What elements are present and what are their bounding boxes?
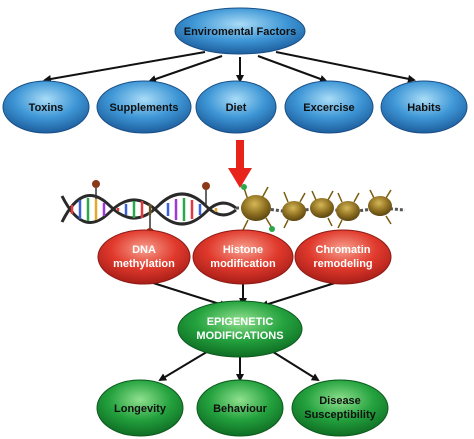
outcome-label-behaviour: Behaviour [213,403,268,415]
root-node-enviromental-factors: Enviromental Factors [174,7,306,55]
hub-node-epigenetic-modifications: EPIGENETIC MODIFICATIONS [177,300,303,358]
hub-label-line2: MODIFICATIONS [196,330,283,342]
nucleosome-4 [336,192,360,229]
factor-label-diet: Diet [226,102,247,114]
factor-node-supplements: Supplements [96,80,192,134]
outcome-label-disease-line1: Disease [319,395,361,407]
arrow-hub-disease [269,349,320,382]
root-label: Enviromental Factors [184,26,296,38]
hub-to-outcome-arrows [158,349,320,382]
factor-label-supplements: Supplements [109,102,178,114]
arrow-chromatin-hub [260,281,339,309]
factor-node-diet: Diet [195,80,277,134]
hub-label-line1: EPIGENETIC [207,316,274,328]
arrow-root-toxins [43,51,206,83]
mechanism-label-dna-line2: methylation [113,258,175,270]
nucleosome-2 [282,191,306,229]
mechanism-node-chromatin-remodeling: Chromatin remodeling [294,229,392,285]
factor-label-habits: Habits [407,102,441,114]
outcome-node-disease-susceptibility: Disease Susceptibility [291,379,389,437]
mechanism-node-dna-methylation: DNA methylation [97,229,191,285]
mechanism-label-dna-line1: DNA [132,244,156,256]
nucleosome-3 [310,190,334,227]
mechanism-label-chromatin-line2: remodeling [313,258,372,270]
nucleosome-1 [241,184,275,232]
dna-chromatin-illustration [60,180,406,236]
mechanism-label-chromatin-line1: Chromatin [316,244,371,256]
arrow-root-habits [275,51,416,83]
arrow-root-excercise [257,55,328,83]
arrow-root-supplements [148,55,223,83]
arrow-hub-longevity [158,349,211,382]
factor-node-excercise: Excercise [284,80,374,134]
root-to-factor-arrows [43,51,416,83]
mechanism-node-histone-modification: Histone modification [192,229,294,285]
outcome-node-longevity: Longevity [96,379,184,437]
outcome-node-behaviour: Behaviour [196,379,284,437]
nucleosome-5 [368,189,392,225]
outcome-label-longevity: Longevity [114,403,167,415]
outcome-label-disease-line2: Susceptibility [304,409,376,421]
factor-node-habits: Habits [380,80,468,134]
factor-label-toxins: Toxins [29,102,64,114]
arrow-dna-hub [149,281,228,309]
red-down-arrow [228,140,252,188]
factor-node-toxins: Toxins [2,80,90,134]
mechanism-label-histone-line2: modification [210,258,276,270]
factor-label-excercise: Excercise [303,102,354,114]
mechanism-label-histone-line1: Histone [223,244,263,256]
